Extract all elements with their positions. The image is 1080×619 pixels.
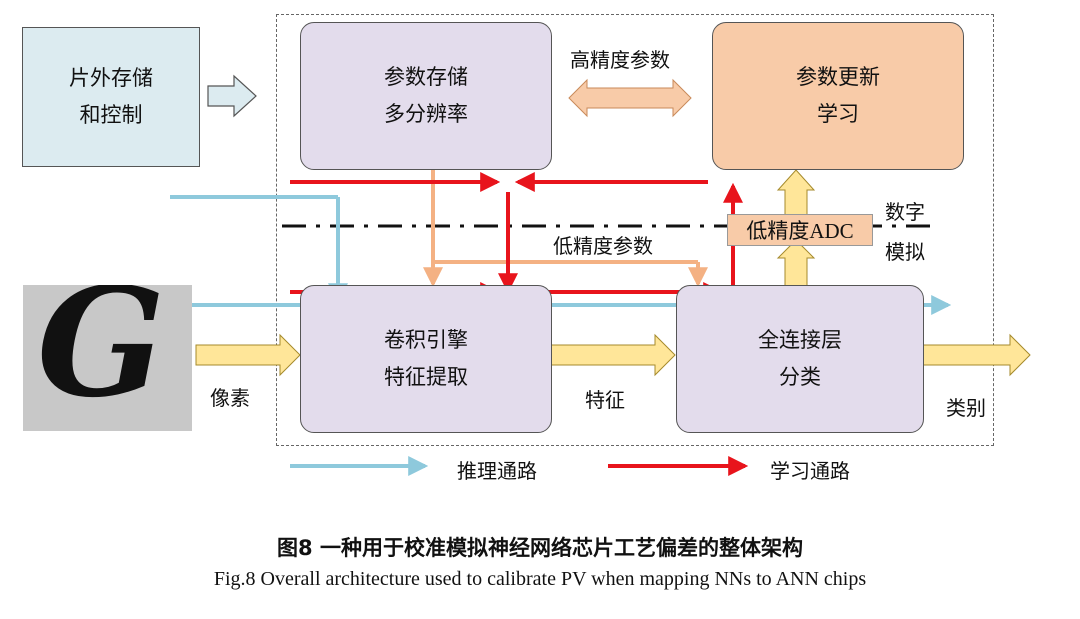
param-update-box: 参数更新 学习 [712, 22, 964, 170]
caption-chinese: 图8 一种用于校准模拟神经网络芯片工艺偏差的整体架构 [277, 536, 803, 560]
legend-inference-label: 推理通路 [457, 459, 537, 483]
conv-engine-line2: 特征提取 [384, 365, 468, 389]
chip-boundary [276, 14, 994, 446]
fc-layer-box: 全连接层 分类 [676, 285, 924, 433]
fc-to-adc-arrow [776, 239, 816, 287]
caption-english: Fig.8 Overall architecture used to calib… [213, 568, 867, 590]
adc-to-update-arrow [776, 169, 816, 216]
adc-label: 低精度ADC [746, 219, 854, 243]
offchip-line1: 片外存储 [69, 66, 153, 91]
offchip-storage-box: 片外存储 和控制 [22, 27, 200, 167]
param-update-line1: 参数更新 [796, 65, 880, 90]
input-image: G [23, 285, 192, 431]
param-update-line2: 学习 [817, 102, 859, 126]
conv-engine-line1: 卷积引擎 [384, 328, 468, 353]
legend-learning-label: 学习通路 [770, 459, 850, 483]
category-arrow [920, 333, 1031, 377]
offchip-line2: 和控制 [79, 103, 143, 127]
category-label: 类别 [946, 396, 986, 420]
features-label: 特征 [585, 388, 625, 412]
adc-box: 低精度ADC [727, 214, 873, 246]
param-storage-line2: 多分辨率 [384, 102, 468, 126]
pixels-label: 像素 [210, 386, 250, 410]
fc-layer-line1: 全连接层 [758, 328, 842, 353]
features-arrow [549, 333, 676, 377]
fc-layer-line2: 分类 [779, 365, 821, 389]
param-storage-line1: 参数存储 [384, 65, 468, 90]
param-storage-box: 参数存储 多分辨率 [300, 22, 552, 170]
analog-label: 模拟 [885, 240, 925, 264]
pixels-arrow [195, 333, 301, 377]
digital-label: 数字 [885, 200, 925, 224]
offchip-transfer-arrow [207, 74, 257, 118]
low-precision-label: 低精度参数 [553, 234, 653, 258]
conv-engine-box: 卷积引擎 特征提取 [300, 285, 552, 433]
input-glyph: G [37, 285, 166, 431]
high-precision-label: 高精度参数 [570, 48, 670, 72]
high-precision-double-arrow [568, 78, 692, 118]
